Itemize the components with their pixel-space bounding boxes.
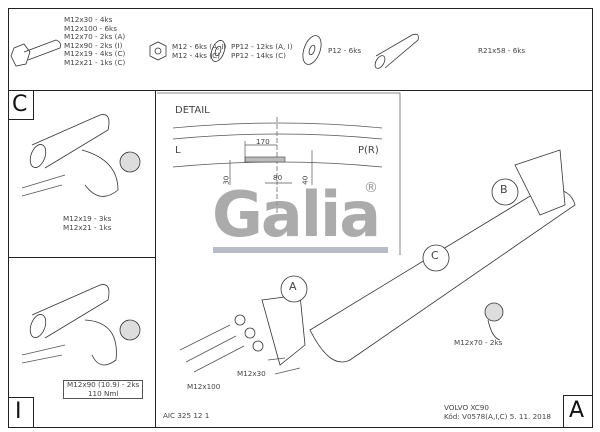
bolt-label: M12x19 - 4ks (C) bbox=[64, 49, 126, 59]
washer-label: P12 - 6ks bbox=[328, 46, 362, 55]
m12x30-label: M12x30 bbox=[237, 369, 266, 378]
callout-b: B bbox=[500, 183, 508, 196]
bolt-label: M12x21 - 1ks (C) bbox=[64, 57, 126, 67]
panel-i-drawing bbox=[21, 284, 141, 366]
vehicle-model: VOLVO XC90 bbox=[444, 403, 489, 412]
bolt-label: M12x90 - 2ks (I) bbox=[64, 40, 123, 50]
tube-label: R21x58 - 6ks bbox=[478, 46, 526, 55]
detail-left-label: L bbox=[175, 145, 181, 156]
logo-underline bbox=[213, 247, 388, 253]
nut-label: M12 - 6ks (A, I) bbox=[172, 42, 227, 51]
callout-circles bbox=[280, 178, 519, 303]
detail-frame bbox=[157, 92, 401, 255]
panel-i-letter: I bbox=[15, 399, 22, 424]
registered-mark: ® bbox=[364, 180, 378, 196]
spring-washer-label: PP12 - 12ks (A, I) bbox=[231, 42, 293, 51]
bolt-label: M12x30 - 4ks bbox=[64, 15, 113, 24]
main-letter: A bbox=[569, 398, 585, 423]
bolt-label: M12x70 - 2ks (A) bbox=[64, 32, 126, 42]
bolt-icon bbox=[10, 39, 61, 67]
callout-c: C bbox=[431, 249, 439, 262]
tube-icon bbox=[374, 33, 419, 69]
panel-i-torque: 110 Nml bbox=[87, 388, 119, 398]
panel-divider bbox=[8, 257, 156, 259]
drawing-code: AIC 325 12 1 bbox=[163, 411, 210, 420]
m12x100-label: M12x100 bbox=[187, 382, 221, 391]
galia-logo: Galia bbox=[212, 178, 381, 251]
left-column bbox=[8, 90, 156, 428]
panel-c-letter-box bbox=[8, 90, 34, 120]
panel-i-label: M12x90 (10.9) - 2ks bbox=[67, 380, 140, 389]
detail-right-label: P(R) bbox=[358, 145, 379, 156]
washer-icon bbox=[302, 35, 322, 65]
detail-drawing bbox=[172, 117, 383, 215]
kod-date: Kód: V0578(A,I,C) 5. 11. 2018 bbox=[444, 412, 551, 421]
detail-dim-80: 80 bbox=[273, 173, 283, 182]
spring-washer-label: PP12 - 14ks (C) bbox=[231, 50, 286, 60]
main-letter-box bbox=[563, 395, 593, 428]
detail-dim-170: 170 bbox=[256, 137, 270, 146]
spring-washer-icon bbox=[210, 40, 226, 62]
panel-i-letter-box bbox=[8, 397, 34, 428]
m12x70-label: M12x70 - 2ks bbox=[454, 338, 503, 347]
nut-icon bbox=[149, 41, 167, 61]
towbar-drawing bbox=[179, 149, 576, 375]
panel-c-letter: C bbox=[12, 92, 28, 117]
panel-c-drawing bbox=[21, 114, 141, 197]
detail-title: DETAIL bbox=[175, 105, 210, 116]
callout-a: A bbox=[289, 280, 297, 293]
panel-c-label: M12x21 - 1ks bbox=[63, 222, 112, 232]
bolt-label: M12x100 - 6ks bbox=[64, 23, 117, 33]
panel-c-label: M12x19 - 3ks bbox=[63, 214, 112, 223]
nut-label: M12 - 4ks (C) bbox=[172, 50, 220, 60]
parts-row-divider bbox=[8, 8, 593, 91]
